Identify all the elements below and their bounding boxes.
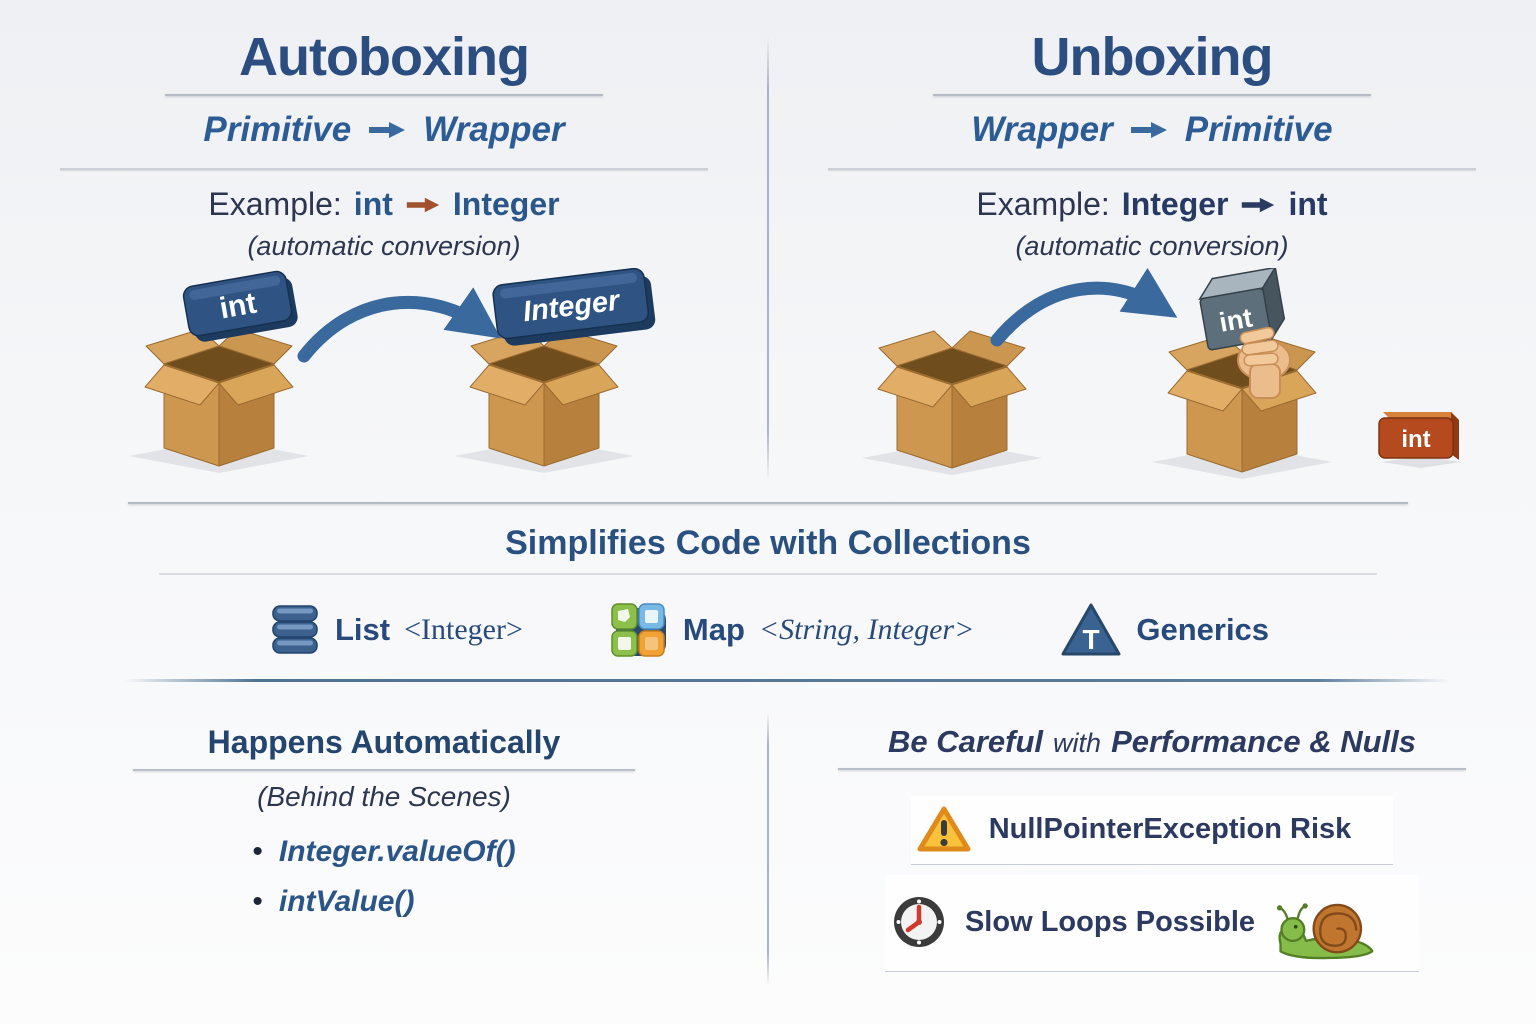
autoboxing-note: (automatic conversion) <box>247 231 521 261</box>
title-lead: Be Careful <box>888 724 1044 759</box>
generics-item: T Generics <box>1060 601 1269 659</box>
integer-block: Integer <box>492 268 656 346</box>
list-label: List <box>334 611 391 647</box>
list-stack-icon <box>272 604 318 654</box>
map-label: Map <box>682 611 745 647</box>
divider <box>828 168 1476 170</box>
map-grid-icon <box>611 602 666 657</box>
example-to: Integer <box>452 186 560 222</box>
wrist <box>1249 363 1281 399</box>
autoboxing-example: Example: int Integer <box>208 186 559 223</box>
orange-int-block: int <box>1378 412 1461 468</box>
right-arrow-icon <box>406 197 440 212</box>
title-underline <box>165 94 603 96</box>
divider <box>159 573 1377 575</box>
npe-risk-text: NullPointerException Risk <box>988 812 1352 845</box>
warning-icon <box>917 806 971 852</box>
unboxing-title: Unboxing <box>1031 27 1274 87</box>
bullet-icon: • <box>252 835 263 868</box>
autoboxing-panel: Autoboxing Primitive Wrapper Example: in… <box>0 0 768 502</box>
collections-section: Simplifies Code with Collections List <I… <box>0 502 1536 682</box>
int-block-label: int <box>217 287 259 326</box>
hand-holding-cube: int <box>1198 268 1291 399</box>
heading-strong: Simplifies <box>505 524 666 562</box>
list-type-params: <Integer> <box>404 612 523 646</box>
finger <box>1243 352 1279 367</box>
map-type-params: <String, Integer> <box>758 612 975 646</box>
cardboard-box-icon <box>453 328 635 474</box>
divider <box>60 168 708 170</box>
unboxing-panel: Unboxing Wrapper Primitive Example: Inte… <box>768 0 1536 502</box>
top-section: Autoboxing Primitive Wrapper Example: in… <box>0 0 1536 502</box>
clock-icon <box>893 897 944 947</box>
generics-triangle-icon: T <box>1061 603 1121 655</box>
collections-heading: Simplifies Code with Collections <box>0 502 1536 563</box>
example-label: Example: <box>208 186 342 222</box>
slow-loops-row: Slow Loops Possible <box>884 875 1420 972</box>
flow-from-label: Wrapper <box>971 110 1113 149</box>
be-careful-panel: Be Careful with Performance & Nulls Null… <box>768 682 1536 1024</box>
right-arrow-icon <box>1130 122 1167 138</box>
title-mid: with <box>1053 728 1102 758</box>
slow-loops-text: Slow Loops Possible <box>964 905 1256 938</box>
unboxing-example: Example: Integer int <box>976 186 1327 223</box>
finger <box>1239 326 1275 345</box>
happens-automatically-panel: Happens Automatically (Behind the Scenes… <box>0 682 768 1024</box>
bullet-text: intValue() <box>278 885 415 918</box>
example-from: Integer <box>1121 186 1229 222</box>
vertical-divider <box>767 36 769 482</box>
example-label: Example: <box>976 186 1110 222</box>
bullet-item: • intValue() <box>252 885 414 919</box>
snail-icon <box>1276 903 1374 960</box>
generics-label: Generics <box>1136 611 1270 647</box>
automatic-title: Happens Automatically <box>207 724 561 760</box>
cardboard-box-icon <box>128 328 310 474</box>
flow-to-label: Wrapper <box>423 110 565 149</box>
curved-arrow-icon <box>297 287 501 363</box>
unboxing-flow: Wrapper Primitive <box>971 110 1332 150</box>
map-item: Map <String, Integer> <box>609 601 974 659</box>
right-arrow-icon <box>369 122 406 138</box>
cautions-title: Be Careful with Performance & Nulls <box>888 724 1416 760</box>
orange-block-label: int <box>1401 426 1430 453</box>
cardboard-box-icon <box>861 330 1043 476</box>
unboxing-illustration: int int <box>861 268 1461 480</box>
generics-letter: T <box>1083 624 1100 655</box>
title-tail: Performance & Nulls <box>1111 724 1416 759</box>
bottom-section: Happens Automatically (Behind the Scenes… <box>0 682 1536 1024</box>
example-to: int <box>1288 186 1328 222</box>
unboxing-note: (automatic conversion) <box>1015 231 1289 261</box>
int-block: int <box>182 270 298 342</box>
finger <box>1241 339 1279 356</box>
heading-rest: Code with Collections <box>675 524 1031 562</box>
autoboxing-flow: Primitive Wrapper <box>203 110 564 150</box>
section-divider <box>124 679 1450 682</box>
autoboxing-illustration: int Integer <box>128 268 656 474</box>
vertical-divider <box>767 712 769 986</box>
list-item: List <Integer> <box>267 602 523 658</box>
automatic-subtitle: (Behind the Scenes) <box>257 781 511 812</box>
curved-arrow-icon <box>990 268 1178 347</box>
collections-items: List <Integer> Map <String, Integer> <box>0 601 1536 659</box>
divider <box>128 502 1408 504</box>
bullet-text: Integer.valueOf() <box>278 835 516 868</box>
example-from: int <box>353 186 393 222</box>
autoboxing-title: Autoboxing <box>239 27 530 87</box>
right-arrow-icon <box>1242 197 1275 212</box>
flow-from-label: Primitive <box>203 110 352 149</box>
bullet-item: • Integer.valueOf() <box>252 835 515 869</box>
title-underline <box>838 768 1466 770</box>
title-underline <box>933 94 1371 96</box>
automatic-bullets: • Integer.valueOf() • intValue() <box>252 835 515 919</box>
npe-risk-row: NullPointerException Risk <box>910 796 1394 865</box>
flow-to-label: Primitive <box>1184 110 1333 149</box>
title-underline <box>133 769 635 771</box>
bullet-icon: • <box>252 885 263 918</box>
